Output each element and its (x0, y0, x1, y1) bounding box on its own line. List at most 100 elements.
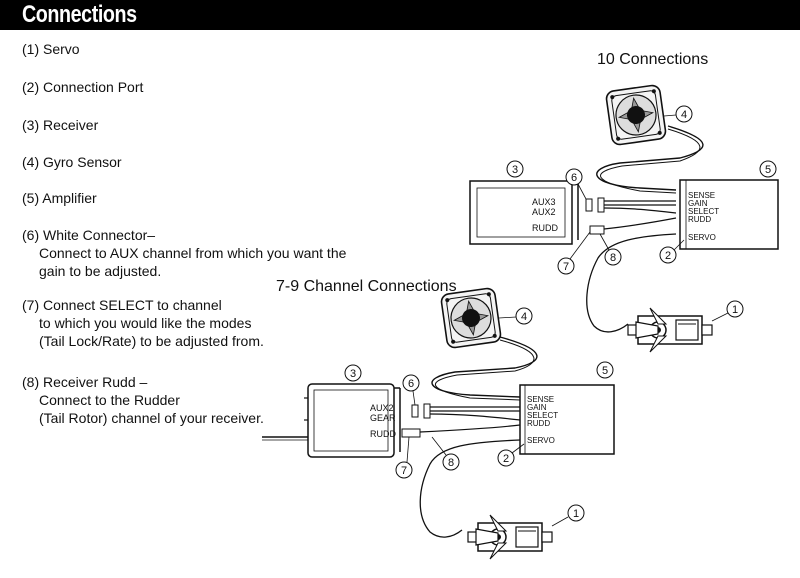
plug (401, 403, 431, 438)
callout-leader (577, 183, 587, 200)
callout-1: 1 (567, 504, 585, 522)
callout-4: 4 (675, 105, 693, 123)
amp-port-label: SENSE (688, 191, 715, 200)
legend-item-receiver: (3) Receiver (22, 116, 98, 134)
svg-text:7: 7 (563, 261, 569, 273)
svg-text:7: 7 (401, 465, 407, 477)
legend-line: (Tail Lock/Rate) to be adjusted from. (39, 333, 264, 349)
svg-text:6: 6 (408, 378, 414, 390)
legend-item-amplifier: (5) Amplifier (22, 189, 97, 207)
callout-leader (569, 231, 591, 260)
callout-3: 3 (344, 364, 362, 382)
receiver (469, 180, 573, 245)
legend-item-connection-port: (2) Connection Port (22, 78, 143, 96)
port-label: GEAR (370, 413, 396, 423)
white-connector (585, 198, 593, 212)
diagram-title: 10 Connections (597, 51, 708, 68)
legend-line: Connect to AUX channel from which you wa… (39, 245, 347, 261)
amp-port-label: SELECT (688, 207, 719, 216)
svg-text:5: 5 (765, 164, 771, 176)
amp-port-label: SERVO (688, 233, 716, 242)
legend-line: (3) Receiver (22, 117, 99, 133)
diagram-10-connections: 10 Connections AUX3 AUX2 RUDD SENSE GAIN… (469, 51, 779, 353)
svg-text:3: 3 (350, 368, 356, 380)
gyro-cable (600, 128, 701, 194)
port-label: RUDD (532, 223, 558, 233)
callout-7: 7 (557, 257, 575, 275)
callout-leader (406, 436, 410, 463)
port-label: AUX3 (532, 197, 556, 207)
svg-text:4: 4 (521, 311, 527, 323)
legend-line: (4) Gyro Sensor (22, 154, 122, 170)
port-label: AUX2 (532, 207, 556, 217)
white-connector (411, 404, 419, 418)
svg-text:1: 1 (573, 508, 579, 520)
port-label: AUX2 (370, 403, 394, 413)
callout-leader (412, 390, 416, 406)
port-label: RUDD (370, 429, 396, 439)
gyro-sensor-icon (439, 286, 503, 350)
receiver-inner (313, 389, 389, 452)
callout-1: 1 (726, 300, 744, 318)
svg-text:2: 2 (503, 453, 509, 465)
callout-8: 8 (442, 453, 460, 471)
amp-port-label: SENSE (527, 395, 554, 404)
header-bar: Connections (0, 0, 800, 30)
legend-line: gain to be adjusted. (39, 263, 162, 279)
callout-3: 3 (506, 160, 524, 178)
legend-line: to which you would like the modes (39, 315, 252, 331)
svg-text:5: 5 (602, 365, 608, 377)
diagram-7-9-channel-connections: 7-9 Channel Connections AUX2 GEAR RUDD S… (262, 278, 615, 560)
callout-leader (498, 316, 517, 319)
svg-text:4: 4 (681, 109, 687, 121)
callout-leader (431, 436, 447, 456)
amp-port-label: RUDD (688, 215, 711, 224)
rudd-wire (603, 217, 677, 230)
servo-cable (586, 233, 677, 333)
amp-port-label: SERVO (527, 436, 555, 445)
svg-text:8: 8 (610, 252, 616, 264)
legend-line: (2) Connection Port (22, 79, 144, 95)
callout-leader (511, 443, 525, 454)
amplifier (519, 384, 615, 455)
plug (589, 197, 605, 235)
legend-line: (7) Connect SELECT to channel (22, 297, 222, 313)
gyro-sensor-icon (604, 83, 668, 147)
callout-7: 7 (395, 461, 413, 479)
diagram-title: 7-9 Channel Connections (276, 278, 457, 295)
callout-5: 5 (596, 361, 614, 379)
callout-leader (599, 233, 610, 251)
callout-leader (551, 516, 569, 527)
select-wire (429, 413, 521, 421)
legend-line: (Tail Rotor) channel of your receiver. (39, 410, 264, 426)
gyro-cable (435, 339, 535, 401)
callout-leader (673, 239, 685, 251)
page-title: Connections (22, 1, 137, 28)
svg-text:1: 1 (732, 304, 738, 316)
callout-6: 6 (565, 168, 583, 186)
rudd-wire (419, 424, 521, 433)
amp-port-label: GAIN (527, 403, 547, 412)
legend-line: (6) White Connector– (22, 227, 156, 243)
amp-port-label: GAIN (688, 199, 708, 208)
svg-text:3: 3 (512, 164, 518, 176)
legend-line: Connect to the Rudder (39, 392, 180, 408)
legend-item-servo: (1) Servo (22, 40, 80, 58)
legend-line: (5) Amplifier (22, 190, 97, 206)
legend-item-receiver-rudd: (8) Receiver Rudd – Connect to the Rudde… (22, 373, 264, 427)
gain-wire (604, 200, 676, 206)
callout-8: 8 (604, 248, 622, 266)
receiver-inner (476, 187, 566, 238)
callout-2: 2 (497, 449, 515, 467)
amplifier (679, 179, 779, 250)
legend-line: (1) Servo (22, 41, 80, 57)
legend-item-select: (7) Connect SELECT to channel to which y… (22, 296, 264, 350)
amp-port-label: SELECT (527, 411, 558, 420)
select-wire (603, 207, 677, 214)
svg-text:2: 2 (665, 250, 671, 262)
legend-line: (8) Receiver Rudd – (22, 374, 148, 390)
servo-icon (627, 307, 713, 353)
servo-icon (467, 514, 553, 560)
legend-item-gyro-sensor: (4) Gyro Sensor (22, 153, 122, 171)
